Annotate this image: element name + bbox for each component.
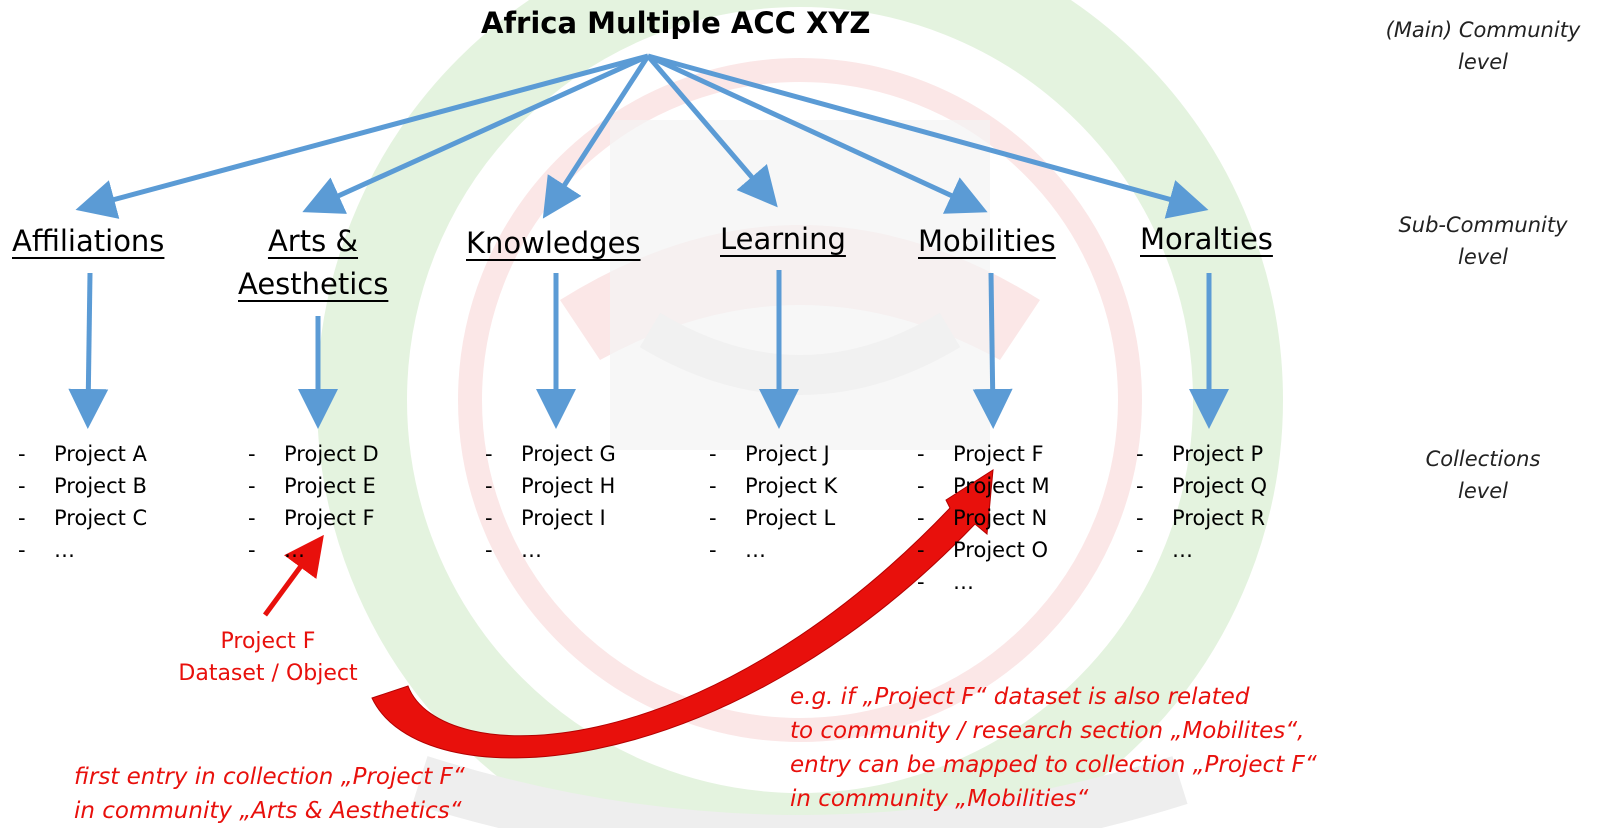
- collections-level-label: Collections level: [1425, 447, 1541, 503]
- subcommunity-arts-aesthetics: Arts & Aesthetics: [238, 224, 389, 301]
- list-item: Project I: [485, 502, 616, 534]
- arrow-to-mobilities: [646, 53, 988, 214]
- arrow-to-knowledges: [542, 54, 651, 219]
- subcommunity-affiliations: Affiliations: [12, 224, 165, 258]
- main-community-level-label: (Main) Community level: [1385, 18, 1581, 74]
- list-item: …: [709, 534, 837, 566]
- arrow-to-affiliations: [75, 53, 649, 219]
- list-item: …: [917, 566, 1050, 598]
- list-item: …: [1136, 534, 1267, 566]
- note-first-entry: first entry in collection „Project F“ in…: [74, 764, 465, 824]
- list-item: Project K: [709, 470, 837, 502]
- note-mapping-example: e.g. if „Project F“ dataset is also rela…: [790, 684, 1317, 812]
- list-item: Project G: [485, 438, 616, 470]
- list-item: Project F: [917, 438, 1050, 470]
- subcommunity-knowledges: Knowledges: [466, 226, 641, 260]
- collections-list-learning: Project J Project K Project L …: [709, 438, 837, 566]
- collections-list-mobilities: Project F Project M Project N Project O …: [917, 438, 1050, 598]
- list-item: Project C: [18, 502, 147, 534]
- list-item: Project J: [709, 438, 837, 470]
- list-item: Project M: [917, 470, 1050, 502]
- collections-list-arts-aesthetics: Project D Project E Project F …: [248, 438, 379, 566]
- list-item: …: [18, 534, 147, 566]
- subcommunity-learning: Learning: [720, 222, 846, 256]
- list-item: Project B: [18, 470, 147, 502]
- list-item: Project O: [917, 534, 1050, 566]
- list-item: Project Q: [1136, 470, 1267, 502]
- subcommunity-mobilities: Mobilities: [918, 224, 1056, 258]
- sub-community-level-label: Sub-Community level: [1398, 213, 1568, 269]
- list-item: Project P: [1136, 438, 1267, 470]
- list-item: Project A: [18, 438, 147, 470]
- project-f-dataset-label: Project F Dataset / Object: [178, 629, 358, 686]
- list-item: …: [485, 534, 616, 566]
- list-item: Project L: [709, 502, 837, 534]
- list-item: Project N: [917, 502, 1050, 534]
- arrow-mobilities-collections: [972, 272, 1013, 429]
- arrow-affiliations-collections: [68, 272, 109, 429]
- list-item: Project E: [248, 470, 379, 502]
- collections-list-moralties: Project P Project Q Project R …: [1136, 438, 1267, 566]
- arrow-to-arts: [302, 53, 650, 214]
- collections-list-knowledges: Project G Project H Project I …: [485, 438, 616, 566]
- arrow-to-learning: [646, 54, 778, 208]
- list-item: Project R: [1136, 502, 1267, 534]
- list-item: …: [248, 534, 379, 566]
- list-item: Project H: [485, 470, 616, 502]
- collections-list-affiliations: Project A Project B Project C …: [18, 438, 147, 566]
- arrow-to-moralties: [647, 53, 1209, 219]
- main-community-title: Africa Multiple ACC XYZ: [481, 6, 871, 40]
- list-item: Project D: [248, 438, 379, 470]
- subcommunity-moralties: Moralties: [1140, 222, 1273, 256]
- list-item: Project F: [248, 502, 379, 534]
